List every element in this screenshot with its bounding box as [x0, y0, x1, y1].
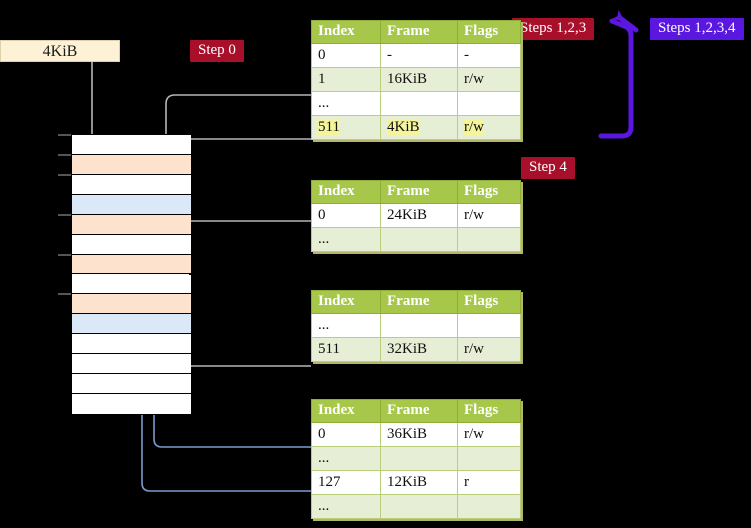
cell-flags	[457, 494, 521, 519]
memory-frame-tick	[58, 253, 71, 256]
cell-flags: r/w	[457, 422, 521, 447]
connector-pdpt-0-to-memory	[168, 220, 311, 273]
memory-frame	[72, 135, 191, 155]
column-header-index: Index	[311, 290, 381, 314]
table-row: ...	[311, 91, 521, 116]
cell-index: 511	[311, 337, 381, 362]
column-header-index: Index	[311, 180, 381, 204]
memory-frame	[72, 314, 191, 335]
column-header-flags: Flags	[457, 20, 521, 44]
table-row: ...	[311, 494, 521, 519]
violet-bracket-line	[598, 18, 634, 139]
column-header-index: Index	[311, 399, 381, 423]
column-header-flags: Flags	[457, 290, 521, 314]
badge-steps-1-2-3-4: Steps 1,2,3,4	[650, 18, 744, 40]
cell-frame	[380, 494, 458, 519]
memory-frame	[72, 294, 191, 315]
cell-frame: 32KiB	[380, 337, 458, 362]
column-header-frame: Frame	[380, 399, 458, 423]
memory-frame-tick	[58, 173, 71, 176]
cell-index: 0	[311, 43, 381, 68]
table-row: 0--	[311, 43, 521, 68]
memory-frame	[72, 214, 191, 235]
column-header-frame: Frame	[380, 20, 458, 44]
table-row: ...	[311, 313, 521, 338]
memory-frame	[72, 234, 191, 255]
table-row: ...	[311, 227, 521, 252]
frame-size-label: 4KiB	[0, 40, 120, 62]
column-header-index: Index	[311, 20, 381, 44]
connector-pd-511-to-memory	[169, 297, 311, 367]
cell-flags	[457, 313, 521, 338]
cell-frame	[380, 91, 458, 116]
table-row: ...	[311, 446, 521, 471]
cell-index: 127	[311, 470, 381, 495]
cell-frame	[380, 227, 458, 252]
column-header-frame: Frame	[380, 290, 458, 314]
memory-frame-tick	[58, 134, 71, 136]
cell-index: ...	[311, 313, 381, 338]
cell-flags: -	[457, 43, 521, 68]
cell-flags	[457, 446, 521, 471]
cell-index: ...	[311, 227, 381, 252]
physical-memory-column	[71, 134, 191, 415]
column-header-frame: Frame	[380, 180, 458, 204]
cell-frame: 16KiB	[380, 67, 458, 92]
cell-frame: 12KiB	[380, 470, 458, 495]
cell-frame: -	[380, 43, 458, 68]
memory-frame	[72, 254, 191, 275]
cell-frame: 24KiB	[380, 203, 458, 228]
memory-frame-tick	[58, 213, 71, 216]
column-header-flags: Flags	[457, 180, 521, 204]
cell-flags: r/w	[457, 203, 521, 228]
cell-index: ...	[311, 494, 381, 519]
cell-flags: r/w	[457, 67, 521, 92]
memory-frame	[72, 374, 191, 395]
cell-flags: r/w	[457, 115, 521, 140]
cell-index: 0	[311, 422, 381, 447]
cell-frame: 36KiB	[380, 422, 458, 447]
cell-frame: 4KiB	[380, 115, 458, 140]
memory-frame	[72, 394, 191, 414]
badge-step-4: Step 4	[521, 157, 575, 179]
cell-index: ...	[311, 446, 381, 471]
memory-frame	[72, 174, 191, 195]
memory-frame	[72, 194, 191, 215]
column-header-flags: Flags	[457, 399, 521, 423]
badge-step-0: Step 0	[190, 40, 244, 62]
memory-frame	[72, 274, 191, 295]
memory-frame	[72, 334, 191, 355]
cell-index: 0	[311, 203, 381, 228]
cell-flags	[457, 227, 521, 252]
cell-frame	[380, 313, 458, 338]
cell-index: ...	[311, 91, 381, 116]
badge-steps-1-2-3: Steps 1,2,3	[512, 18, 595, 40]
memory-frame-tick	[58, 293, 71, 296]
cell-index: 511	[311, 115, 381, 140]
cell-index: 1	[311, 67, 381, 92]
memory-frame-tick	[58, 153, 71, 156]
cell-flags: r/w	[457, 337, 521, 362]
cell-flags	[457, 91, 521, 116]
memory-frame	[72, 154, 191, 175]
cell-flags: r	[457, 470, 521, 495]
violet-arrowhead	[611, 9, 639, 33]
memory-frame	[72, 354, 191, 375]
cell-frame	[380, 446, 458, 471]
